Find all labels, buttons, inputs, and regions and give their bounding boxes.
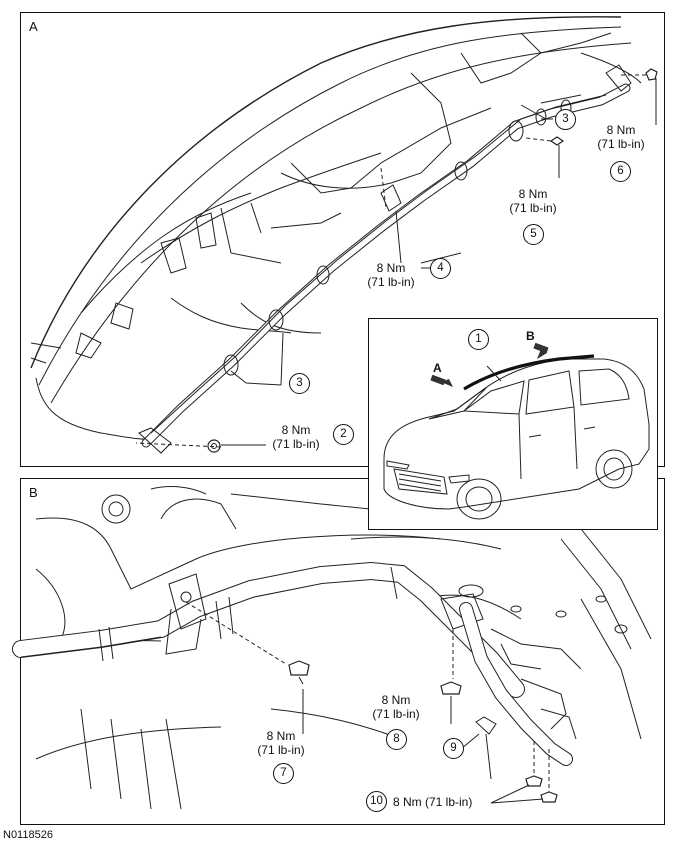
torque-6-lbin: (71 lb-in) bbox=[597, 137, 645, 151]
torque-4-nm: 8 Nm bbox=[376, 261, 406, 275]
panel-b-drawing bbox=[12, 486, 652, 810]
torque-4: 8 Nm (71 lb-in) bbox=[361, 261, 421, 289]
torque-7-lbin: (71 lb-in) bbox=[257, 743, 305, 757]
torque-6: 8 Nm (71 lb-in) bbox=[591, 123, 651, 151]
vehicle-drawing bbox=[383, 342, 650, 520]
callout-7: 7 bbox=[273, 763, 294, 784]
callout-1: 1 bbox=[468, 329, 489, 350]
torque-10: 8 Nm (71 lb-in) bbox=[393, 795, 473, 809]
torque-2-nm: 8 Nm bbox=[281, 423, 311, 437]
callout-3-upper: 3 bbox=[555, 109, 576, 130]
torque-5-nm: 8 Nm bbox=[518, 187, 548, 201]
callout-4: 4 bbox=[430, 258, 451, 279]
callout-2: 2 bbox=[333, 424, 354, 445]
torque-7: 8 Nm (71 lb-in) bbox=[251, 729, 311, 757]
torque-8-lbin: (71 lb-in) bbox=[372, 707, 420, 721]
torque-5: 8 Nm (71 lb-in) bbox=[503, 187, 563, 215]
vehicle-locator-inset: 1 A B bbox=[368, 318, 658, 530]
panel-b-letter: B bbox=[29, 485, 38, 500]
callout-10: 10 bbox=[366, 791, 387, 812]
torque-6-nm: 8 Nm bbox=[606, 123, 636, 137]
view-arrow-b-label: B bbox=[526, 329, 535, 343]
callout-5: 5 bbox=[523, 224, 544, 245]
torque-2: 8 Nm (71 lb-in) bbox=[266, 423, 326, 451]
torque-2-lbin: (71 lb-in) bbox=[272, 437, 320, 451]
callout-6: 6 bbox=[610, 161, 631, 182]
torque-4-lbin: (71 lb-in) bbox=[367, 275, 415, 289]
callout-8: 8 bbox=[386, 729, 407, 750]
panel-a-view: A bbox=[20, 12, 665, 467]
torque-5-lbin: (71 lb-in) bbox=[509, 201, 557, 215]
torque-8: 8 Nm (71 lb-in) bbox=[366, 693, 426, 721]
torque-7-nm: 8 Nm bbox=[266, 729, 296, 743]
panel-b-view: B bbox=[12, 478, 665, 825]
figure-id: N0118526 bbox=[3, 829, 53, 841]
callout-9: 9 bbox=[443, 738, 464, 759]
torque-8-nm: 8 Nm bbox=[381, 693, 411, 707]
view-arrow-a-label: A bbox=[433, 361, 442, 375]
callout-3-lower: 3 bbox=[289, 373, 310, 394]
panel-a-letter: A bbox=[29, 19, 38, 34]
